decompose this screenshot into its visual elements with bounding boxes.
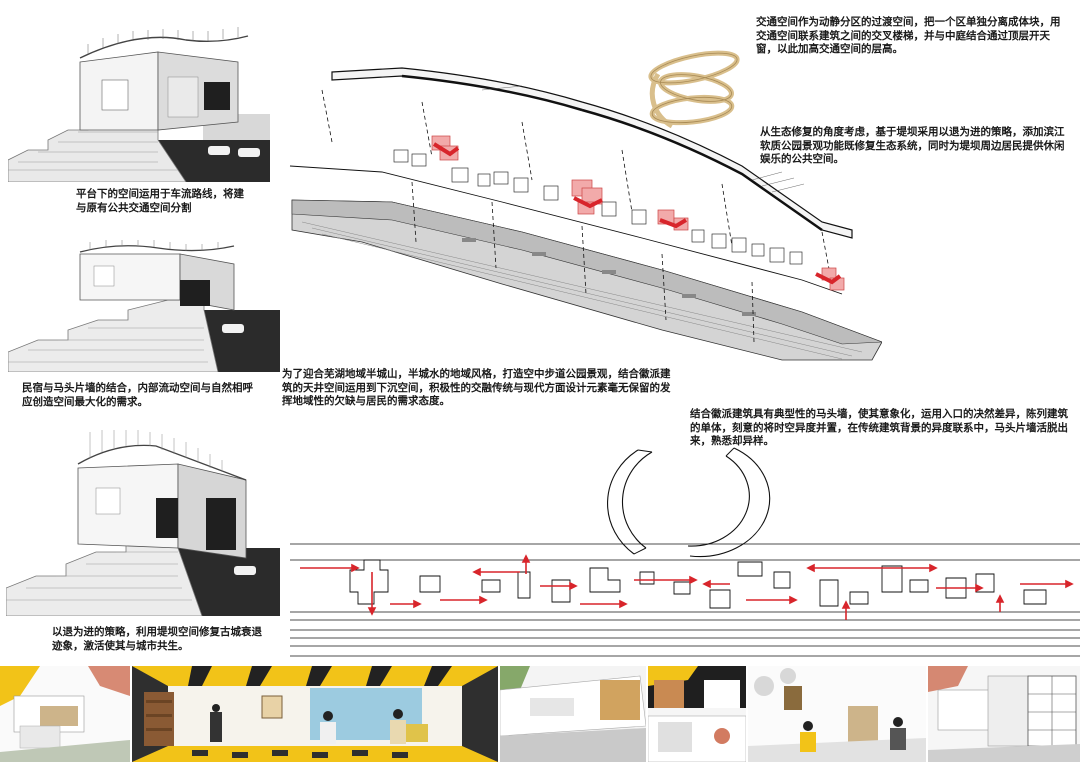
annotation-ecological-repair: 从生态修复的角度考虑，基于堤坝采用以退为进的策略，添加滨江软质公园景观功能既修复… <box>760 126 1065 165</box>
annotation-regional-style: 为了迎合芜湖地域半城山，半城水的地域风格，打造空中步道公园景观，结合徽派建筑的天… <box>282 368 671 407</box>
annotation-horse-head-wall: 结合徽派建筑具有典型性的马头墙，使其意象化，运用入口的决然差异，陈列建筑的单体，… <box>690 408 1068 447</box>
section-perspective-3 <box>6 428 280 616</box>
section-perspective-1 <box>8 22 270 182</box>
render-strip-1 <box>0 666 130 762</box>
timber-spiral-model <box>636 44 754 136</box>
annotation-retreat-strategy: 以退为进的策略，利用堤坝空间修复古城衰退迹象，激活使其与城市共生。 <box>52 626 262 652</box>
site-plan-circulation <box>290 442 1080 660</box>
render-strip-interior <box>132 666 498 762</box>
render-strip-5 <box>748 666 926 762</box>
annotation-transit-space: 交通空间作为动静分区的过渡空间，把一个区单独分离成体块，用交通空间联系建筑之间的… <box>756 16 1061 55</box>
annotation-platform-traffic: 平台下的空间运用于车流路线，将建与原有公共交通空间分割 <box>76 188 244 214</box>
annotation-homestay-wall: 民宿与马头片墙的结合，内部流动空间与自然相呼应创造空间最大化的需求。 <box>22 382 253 408</box>
render-strip-4 <box>648 666 746 762</box>
exploded-axonometric <box>282 62 882 362</box>
render-strip-3 <box>500 666 646 762</box>
section-perspective-2 <box>8 240 280 372</box>
render-strip-6 <box>928 666 1080 762</box>
